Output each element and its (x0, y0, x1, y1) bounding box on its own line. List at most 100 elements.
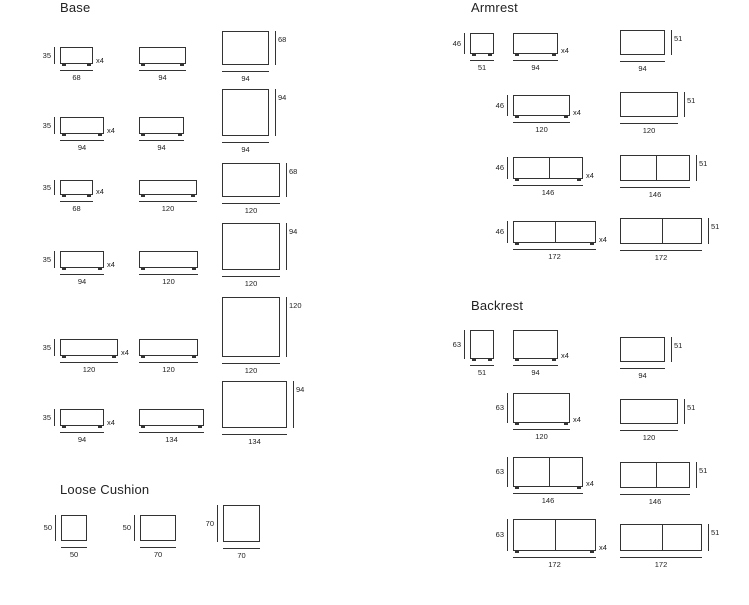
width-dimension-line (513, 249, 596, 250)
foot (515, 486, 519, 489)
width-label: 70 (237, 551, 246, 560)
height-label: 46 (495, 100, 504, 110)
foot (472, 358, 476, 361)
height-label: 51 (687, 403, 696, 412)
height-label: 51 (674, 34, 683, 43)
armrest-piece-top-view (620, 30, 665, 55)
height-label: 50 (43, 523, 52, 532)
height-dimension-line (507, 393, 508, 423)
height-label: 35 (42, 254, 51, 264)
foot (515, 178, 519, 181)
width-dimension-line (222, 71, 269, 72)
foot (552, 358, 556, 361)
height-dimension-line (55, 515, 56, 541)
width-dimension-line (139, 201, 197, 202)
width-label: 50 (69, 550, 79, 559)
quantity-label: x4 (599, 235, 607, 244)
height-label: 120 (289, 301, 302, 310)
width-label: 172 (548, 252, 561, 261)
width-label: 146 (648, 497, 662, 506)
height-dimension-line (696, 462, 697, 488)
height-label: 63 (495, 403, 504, 412)
width-label: 172 (548, 560, 561, 569)
width-dimension-line (513, 557, 596, 558)
width-label: 146 (648, 190, 662, 199)
width-dimension-line (139, 432, 204, 433)
segment-divider (656, 156, 657, 180)
foot (62, 425, 66, 428)
height-dimension-line (54, 339, 55, 356)
backrest-piece-top-view (620, 524, 702, 551)
foot (515, 53, 519, 56)
armrest-piece-front (513, 33, 558, 54)
foot (564, 115, 568, 118)
height-dimension-line (54, 251, 55, 268)
quantity-label: x4 (586, 479, 594, 488)
width-dimension-line (620, 494, 690, 495)
height-dimension-line (464, 33, 465, 54)
height-dimension-line (671, 337, 672, 362)
foot (112, 355, 116, 358)
foot (98, 267, 102, 270)
section-title-base: Base (60, 0, 91, 15)
width-label: 172 (654, 560, 668, 569)
height-label: 94 (296, 385, 305, 394)
height-label: 94 (289, 227, 298, 236)
width-dimension-line (140, 547, 176, 548)
loose-cushion-small (61, 515, 87, 541)
backrest-piece-front (513, 519, 596, 551)
height-label: 68 (278, 35, 287, 44)
base-piece-top-view (222, 89, 269, 136)
segment-divider (549, 458, 550, 486)
width-label: 94 (77, 435, 87, 444)
section-title-armrest: Armrest (471, 0, 518, 15)
armrest-piece-front (513, 221, 596, 243)
base-piece-medium (139, 117, 184, 134)
base-piece-top-view (222, 31, 269, 65)
segment-divider (656, 463, 657, 487)
width-label: 146 (541, 496, 555, 505)
width-label: 120 (535, 125, 548, 134)
foot (141, 425, 145, 428)
armrest-piece-top-view (620, 218, 702, 244)
width-dimension-line (60, 70, 93, 71)
width-dimension-line (60, 274, 104, 275)
height-label: 70 (205, 518, 214, 528)
height-label: 63 (495, 530, 504, 539)
height-dimension-line (293, 381, 294, 428)
width-label: 94 (158, 73, 167, 82)
foot (180, 63, 184, 66)
base-piece-medium (139, 180, 197, 195)
width-label: 94 (241, 74, 250, 83)
height-dimension-line (507, 221, 508, 243)
width-dimension-line (139, 362, 198, 363)
height-dimension-line (507, 519, 508, 551)
quantity-label: x4 (586, 171, 594, 180)
height-dimension-line (684, 92, 685, 117)
foot (488, 358, 492, 361)
base-piece-medium (139, 251, 198, 268)
height-label: 35 (42, 412, 51, 422)
armrest-piece-front (513, 95, 570, 116)
height-label: 63 (495, 467, 504, 476)
width-dimension-line (60, 432, 104, 433)
armrest-piece-front (513, 157, 583, 179)
foot (141, 63, 145, 66)
width-dimension-line (620, 187, 690, 188)
quantity-label: x4 (599, 543, 607, 552)
width-dimension-line (222, 434, 287, 435)
width-dimension-line (470, 365, 494, 366)
width-dimension-line (620, 430, 678, 431)
width-dimension-line (139, 70, 186, 71)
segment-divider (662, 525, 663, 550)
foot (564, 422, 568, 425)
width-label: 94 (531, 368, 540, 377)
width-label: 120 (244, 279, 258, 288)
foot (590, 550, 594, 553)
width-dimension-line (620, 368, 665, 369)
base-piece-small (60, 339, 118, 356)
width-label: 94 (77, 277, 87, 286)
height-label: 63 (452, 339, 461, 349)
width-dimension-line (513, 429, 570, 430)
height-label: 51 (699, 159, 708, 168)
